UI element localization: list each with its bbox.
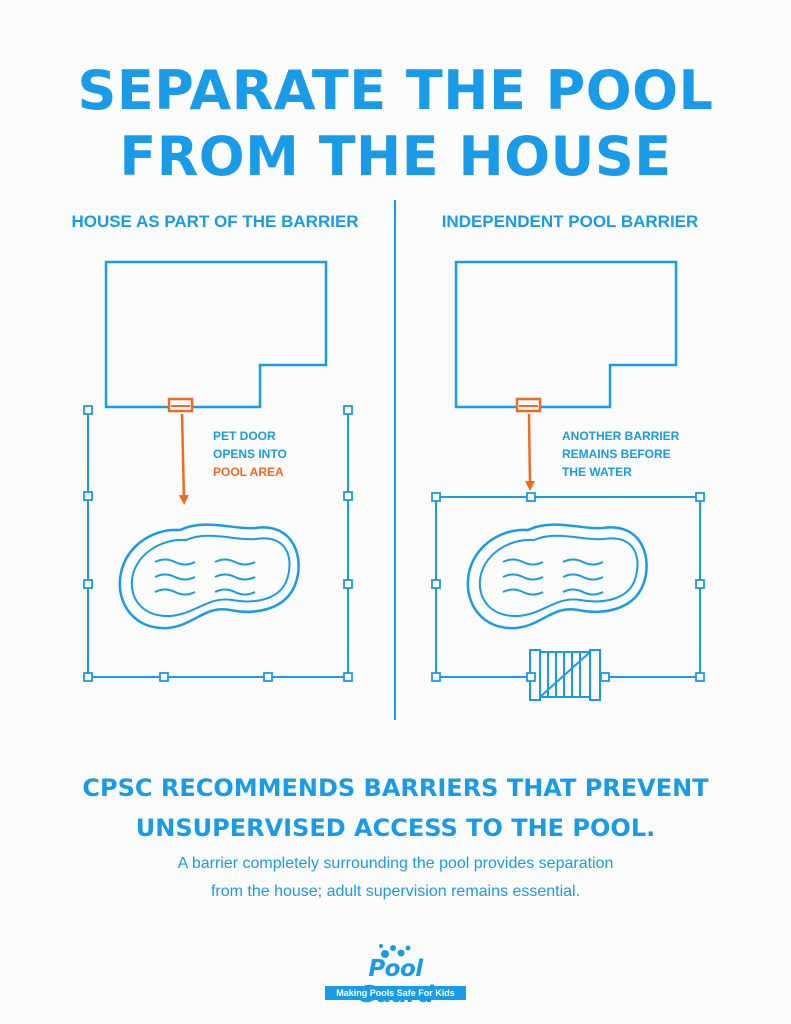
recommendation-text-line-1: A barrier completely surrounding the poo… [177,855,614,872]
left-note-line-2: OPENS INTO [213,447,287,461]
right-pool-icon [466,523,648,630]
left-fence-posts [83,405,353,682]
recommendation-line-1: CPSC RECOMMENDS BARRIERS THAT PREVENT [82,774,709,802]
recommendation-text-line-2: from the house; adult supervision remain… [210,883,581,900]
right-note-line-2: REMAINS BEFORE [562,447,671,461]
recommendation-line-2: UNSUPERVISED ACCESS TO THE POOL. [135,814,656,842]
title-line-1: SEPARATE THE POOL [77,59,714,122]
left-fence [87,410,349,678]
left-pool-icon [118,523,300,630]
title-line-2: FROM THE HOUSE [119,125,672,188]
left-panel-heading: HOUSE AS PART OF THE BARRIER [71,212,359,231]
splash-icon [379,944,411,958]
left-path-arrow [178,413,189,505]
right-note-line-3: THE WATER [562,465,632,479]
barrier-diagram: PET DOOR OPENS INTO POOL AREA [83,260,705,701]
right-fence-posts [431,492,705,682]
panel-divider [394,200,396,720]
logo-tagline: Making Pools Safe For Kids [325,986,466,1000]
left-panel [83,260,353,682]
left-note-line-1: PET DOOR [213,429,276,443]
right-panel-heading: INDEPENDENT POOL BARRIER [441,212,699,231]
recommendation-heading: CPSC RECOMMENDS BARRIERS THAT PREVENT UN… [0,768,791,848]
page-title: SEPARATE THE POOL FROM THE HOUSE [0,58,791,190]
right-panel [431,260,705,701]
gate-icon [526,649,610,701]
right-note-line-1: ANOTHER BARRIER [562,429,680,443]
recommendation-text: A barrier completely surrounding the poo… [0,850,791,906]
left-house-outline [104,260,328,409]
left-note-highlight: POOL AREA [213,465,284,479]
right-fence [435,496,701,678]
right-house-outline [454,260,678,409]
logo-name: Pool Guard [357,956,434,1008]
right-path-arrow [524,413,535,491]
pool-guard-logo: Pool Guard Making Pools Safe For Kids [325,942,466,1008]
